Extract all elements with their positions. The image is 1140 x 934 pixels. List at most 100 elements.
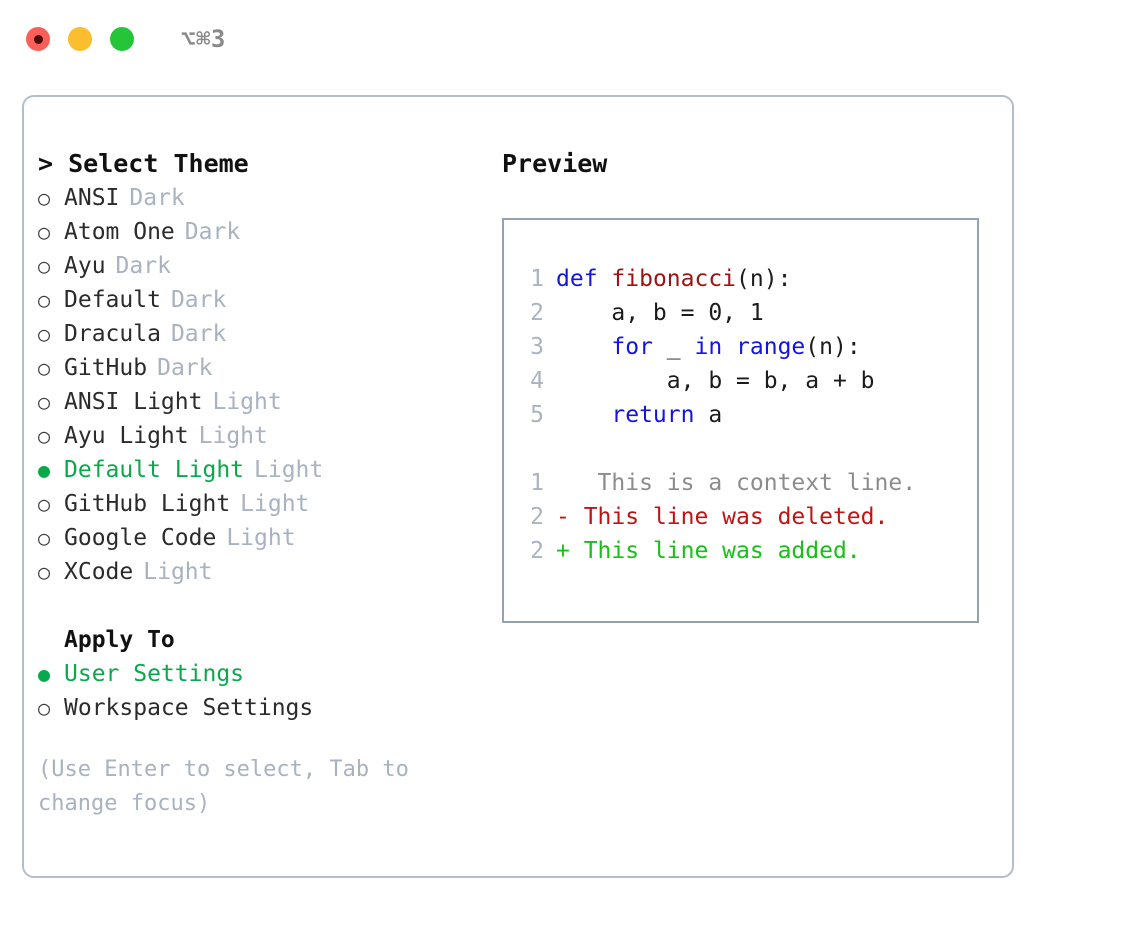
code-token: fibonacci: [611, 266, 737, 292]
theme-option[interactable]: ○ ANSI Light Light: [38, 385, 488, 419]
theme-option-category: Dark: [170, 321, 227, 347]
apply-to-option-list[interactable]: ● User Settings ○Workspace Settings: [38, 657, 488, 725]
theme-option-category: Light: [226, 525, 296, 551]
theme-option-category: Dark: [115, 253, 171, 279]
code-token: [556, 334, 611, 360]
radio-unselected-icon: ○: [38, 424, 51, 448]
apply-to-option[interactable]: ● User Settings: [38, 657, 488, 691]
theme-option-label: Google Code: [64, 525, 217, 551]
theme-option-category: Dark: [184, 219, 241, 245]
code-token: a, b = 0, 1: [556, 300, 764, 326]
minimize-button[interactable]: [68, 27, 92, 51]
code-line: 4 a, b = b, a + b: [518, 364, 977, 398]
radio-selected-icon: ●: [38, 662, 51, 686]
close-button[interactable]: [26, 27, 50, 51]
code-token: [556, 402, 611, 428]
code-token: a, b = b, a + b: [556, 368, 875, 394]
radio-unselected-icon: ○: [38, 390, 51, 414]
diff-line: 1 This is a context line.: [518, 466, 977, 500]
radio-unselected-icon: ○: [38, 186, 51, 210]
theme-option-label: GitHub: [64, 355, 148, 381]
line-number: 2: [530, 504, 544, 530]
apply-to-option[interactable]: ○Workspace Settings: [38, 691, 488, 725]
code-token: (n):: [805, 334, 861, 360]
code-text: a, b = b, a + b: [556, 364, 875, 398]
keyboard-shortcut-label: ⌥⌘3: [181, 25, 226, 53]
code-token: a: [694, 402, 723, 428]
radio-unselected-icon: ○: [38, 526, 51, 550]
theme-option-category: Light: [254, 457, 324, 483]
code-spacer: [518, 432, 977, 466]
radio-unselected-icon: ○: [38, 356, 51, 380]
code-token: in: [694, 334, 723, 360]
theme-option-category: Light: [198, 423, 268, 449]
code-text: return a: [556, 398, 722, 432]
radio-unselected-icon: ○: [38, 220, 51, 244]
apply-to-heading: Apply To: [64, 627, 175, 653]
code-token: range: [736, 334, 806, 360]
radio-unselected-icon: ○: [38, 696, 51, 720]
window-controls: [26, 27, 134, 51]
radio-selected-icon: ●: [38, 458, 51, 482]
theme-option-label: Atom One: [64, 219, 175, 245]
code-token: _: [652, 334, 695, 360]
radio-unselected-icon: ○: [38, 254, 51, 278]
diff-sample: 1 This is a context line.2- This line wa…: [518, 466, 977, 568]
radio-unselected-icon: ○: [38, 492, 51, 516]
theme-option-category: Light: [143, 559, 213, 585]
theme-option[interactable]: ○ XCode Light: [38, 555, 488, 589]
theme-option-label: ANSI Light: [64, 389, 203, 415]
preview-heading: Preview: [502, 149, 608, 178]
code-line: 3 for _ in range(n):: [518, 330, 977, 364]
radio-unselected-icon: ○: [38, 288, 51, 312]
code-token: [598, 266, 612, 292]
diff-text: This line was added.: [569, 538, 861, 564]
theme-option[interactable]: ○ GitHub Light Light: [38, 487, 488, 521]
radio-unselected-icon: ○: [38, 560, 51, 584]
diff-marker: [556, 466, 570, 500]
keyboard-hint-text: (Use Enter to select, Tab to change focu…: [38, 757, 423, 816]
diff-marker: +: [556, 538, 570, 564]
diff-text: This line was deleted.: [569, 504, 889, 530]
line-number: 5: [530, 402, 544, 428]
theme-option[interactable]: ○ Ayu Light Light: [38, 419, 488, 453]
diff-marker: -: [556, 504, 570, 530]
theme-option-label: XCode: [64, 559, 134, 585]
maximize-button[interactable]: [110, 27, 134, 51]
line-number: 3: [530, 334, 544, 360]
theme-option[interactable]: ○ Google Code Light: [38, 521, 488, 555]
code-text: for _ in range(n):: [556, 330, 861, 364]
theme-option-label: Ayu Light: [64, 423, 189, 449]
diff-line: 2- This line was deleted.: [518, 500, 977, 534]
code-token: (n):: [736, 266, 792, 292]
diff-text: This is a context line.: [569, 470, 917, 496]
theme-option-category: Light: [212, 389, 282, 415]
line-number: 4: [530, 368, 544, 394]
code-token: def: [556, 266, 598, 292]
theme-option[interactable]: ○ Atom One Dark: [38, 215, 488, 249]
theme-option-category: Dark: [129, 185, 185, 211]
code-token: [722, 334, 736, 360]
theme-option-category: Light: [240, 491, 310, 517]
code-token: return: [611, 402, 695, 428]
apply-to-option-label: User Settings: [64, 661, 245, 687]
code-line: 2 a, b = 0, 1: [518, 296, 977, 330]
theme-option-category: Dark: [170, 287, 227, 313]
code-token: for: [611, 334, 653, 360]
theme-option-label: GitHub Light: [64, 491, 231, 517]
code-text: a, b = 0, 1: [556, 296, 764, 330]
